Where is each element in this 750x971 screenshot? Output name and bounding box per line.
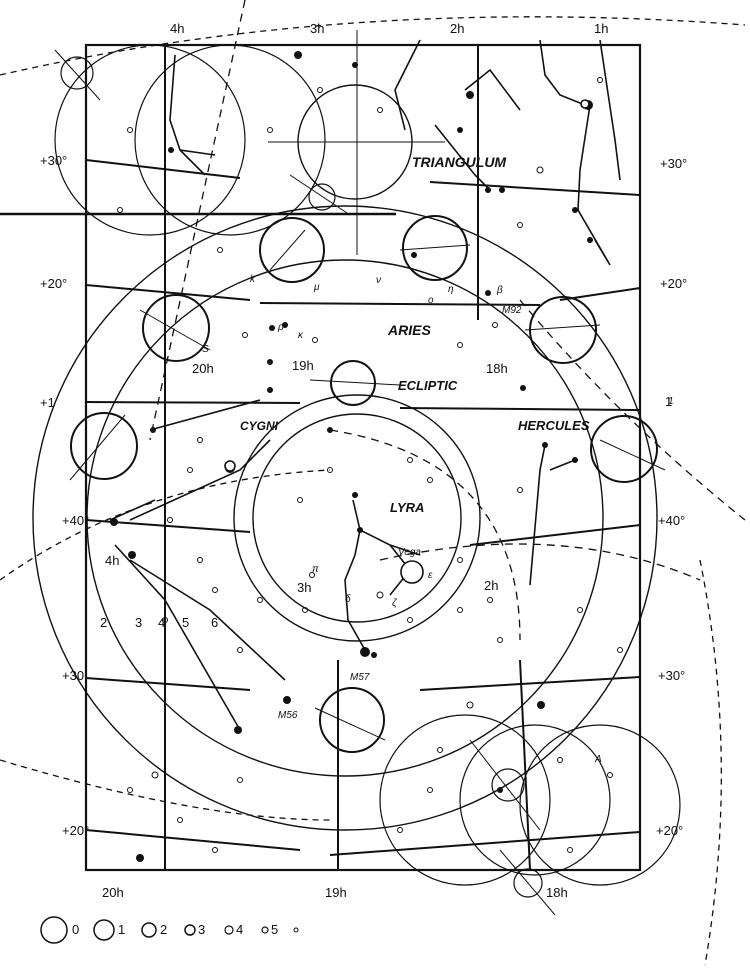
svg-text:3: 3 bbox=[198, 922, 205, 937]
big-circle-inner bbox=[86, 259, 604, 777]
star-label: κ bbox=[298, 330, 304, 341]
moon-circle bbox=[529, 296, 597, 364]
star-label: ε bbox=[428, 570, 433, 581]
moon-circle bbox=[319, 687, 385, 753]
svg-text:4: 4 bbox=[236, 922, 243, 937]
hour-label: 18h bbox=[486, 361, 508, 376]
reticle bbox=[308, 183, 336, 211]
moon-circle-small bbox=[330, 360, 376, 406]
circle-lower-right bbox=[379, 714, 551, 886]
dashed-arc-top bbox=[0, 16, 746, 76]
chart-frame bbox=[84, 43, 642, 872]
star-label: δ bbox=[345, 594, 351, 605]
moon-circle bbox=[590, 415, 658, 483]
dec-label: +1 bbox=[40, 395, 55, 410]
star-label: o bbox=[428, 295, 434, 306]
big-circle-outer bbox=[32, 205, 658, 831]
constellation-label: ARIES bbox=[387, 322, 431, 338]
star-label: M92 bbox=[502, 305, 522, 316]
star-label: η bbox=[448, 284, 454, 295]
number-label: 4 bbox=[158, 615, 165, 630]
dec-label: +30° bbox=[660, 156, 687, 171]
number-label: 2 bbox=[100, 615, 107, 630]
number-label: 6 bbox=[211, 615, 218, 630]
magnitude-legend: 0 1 2 3 4 5 bbox=[40, 916, 299, 944]
dec-label: +20° bbox=[660, 276, 687, 291]
dec-label: +20° bbox=[62, 823, 89, 838]
moon-circle bbox=[70, 412, 138, 480]
star-label: Vega bbox=[398, 547, 421, 558]
star-label: M57 bbox=[350, 672, 370, 683]
moon-circle bbox=[142, 294, 210, 362]
number-label: 5 bbox=[182, 615, 189, 630]
dec-label: +30° bbox=[658, 668, 685, 683]
constellation-label: LYRA bbox=[390, 500, 424, 515]
svg-text:2: 2 bbox=[160, 922, 167, 937]
circle-top-left-big bbox=[54, 44, 246, 236]
hour-label: 3h bbox=[297, 580, 311, 595]
hour-label: 2h bbox=[450, 21, 464, 36]
hour-label: 20h bbox=[192, 361, 214, 376]
star-label: β bbox=[496, 285, 503, 296]
dec-label: +20° bbox=[40, 276, 67, 291]
circle-lower-right-3 bbox=[459, 724, 611, 876]
dashed-arc-left bbox=[0, 469, 331, 581]
star-label: S bbox=[202, 344, 209, 355]
hour-label: 19h bbox=[325, 885, 347, 900]
dec-label: +20° bbox=[656, 823, 683, 838]
circle-lower-right-2 bbox=[519, 724, 681, 886]
lyra-circle-inner bbox=[252, 413, 462, 623]
vega-star bbox=[400, 560, 424, 584]
reticle bbox=[491, 768, 525, 802]
moon-circle bbox=[402, 215, 468, 281]
dec-label: +40° bbox=[658, 513, 685, 528]
hour-label: 1h bbox=[594, 21, 608, 36]
reticle bbox=[513, 868, 543, 898]
dashed-line-curve bbox=[329, 429, 521, 641]
star-label: M56 bbox=[278, 710, 298, 721]
dashed-line-diag-2 bbox=[519, 299, 746, 521]
svg-text:5: 5 bbox=[271, 922, 278, 937]
star-label: ζ bbox=[392, 598, 398, 609]
reticle bbox=[60, 56, 94, 90]
dec-label: +30 bbox=[62, 668, 84, 683]
hour-label: 2h bbox=[484, 578, 498, 593]
moon-circle bbox=[259, 217, 325, 283]
svg-text:1: 1 bbox=[118, 922, 125, 937]
star-label: A bbox=[594, 754, 602, 765]
hour-label: 4h bbox=[170, 21, 184, 36]
constellation-label: TRIANGULUM bbox=[412, 154, 506, 170]
star-label: ν bbox=[376, 275, 381, 286]
hour-label: 20h bbox=[102, 885, 124, 900]
constellation-label: CYGNI bbox=[240, 419, 279, 433]
lyra-circle-outer bbox=[233, 394, 481, 642]
hour-label: 4h bbox=[105, 553, 119, 568]
dashed-line-diag-1 bbox=[149, 0, 246, 441]
constellation-label: HERCULES bbox=[518, 418, 590, 433]
dec-label: 1 bbox=[665, 394, 672, 409]
hour-label: 19h bbox=[292, 358, 314, 373]
dashed-line-lower bbox=[379, 543, 701, 581]
number-label: 3 bbox=[135, 615, 142, 630]
star-label: μ bbox=[313, 282, 320, 293]
dashed-arc-right bbox=[699, 559, 722, 966]
dec-label: +30° bbox=[40, 153, 67, 168]
circle-top-left-2 bbox=[134, 44, 326, 236]
dashed-arc-bottom bbox=[0, 759, 331, 821]
dec-label: +40° bbox=[62, 513, 89, 528]
svg-text:0: 0 bbox=[72, 922, 79, 937]
star-label: 1 bbox=[668, 396, 674, 407]
constellation-label: ECLIPTIC bbox=[398, 378, 458, 393]
star-label: π bbox=[312, 564, 319, 575]
hour-label: 3h bbox=[310, 21, 324, 36]
hour-label: 18h bbox=[546, 885, 568, 900]
star-label: ρ bbox=[277, 322, 284, 333]
star-label: k bbox=[250, 274, 256, 285]
